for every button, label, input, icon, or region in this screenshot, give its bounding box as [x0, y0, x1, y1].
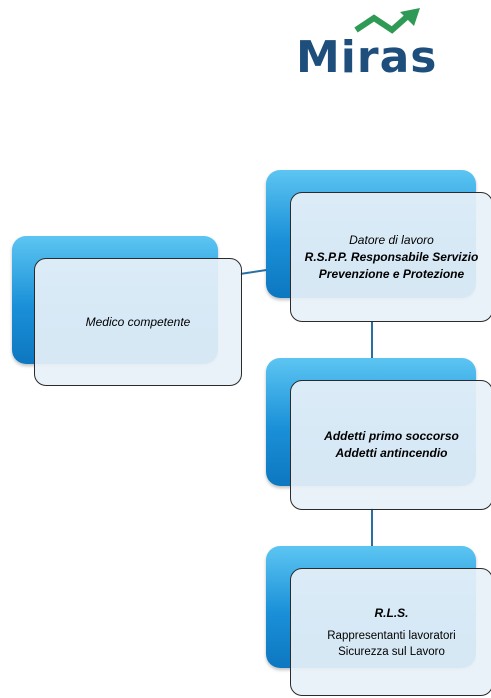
addetti-line2: Addetti antincendio [335, 446, 448, 460]
rls-line1: Rappresentanti lavoratori [327, 629, 456, 642]
miras-logo: Miras [296, 6, 472, 84]
rls-line2: Sicurezza sul Lavoro [338, 645, 445, 658]
node-rls: R.L.S. Rappresentanti lavoratori Sicurez… [266, 546, 491, 698]
node-medico-competente: Medico competente [12, 236, 244, 388]
addetti-line1: Addetti primo soccorso [324, 429, 459, 443]
rising-arrow-icon [354, 8, 420, 34]
medico-label: Medico competente [85, 314, 191, 329]
datore-line1: Datore di lavoro [349, 232, 434, 247]
logo-text: Miras [296, 32, 438, 83]
datore-line2: R.S.P.P. Responsabile Servizio [304, 249, 479, 264]
datore-line3: Prevenzione e Protezione [318, 266, 465, 281]
node-datore-di-lavoro: Datore di lavoro R.S.P.P. Responsabile S… [266, 170, 491, 325]
rls-title: R.L.S. [374, 605, 409, 620]
node-addetti: Addetti primo soccorso Addetti antincend… [266, 358, 491, 512]
